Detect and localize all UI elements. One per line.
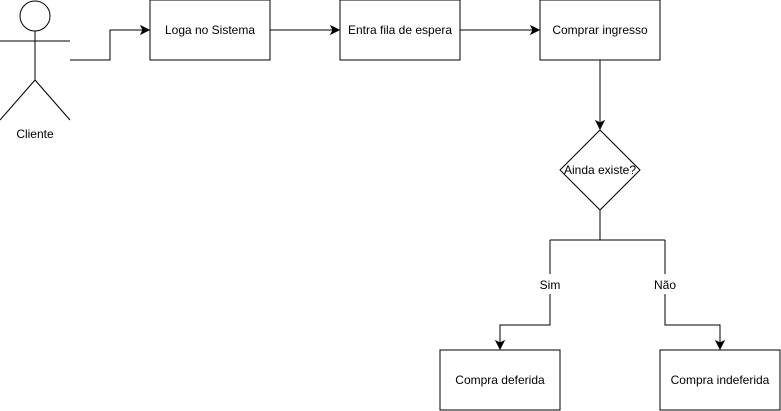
node-decision-label: Ainda existe? bbox=[564, 163, 636, 177]
edge-queue-to-buy bbox=[460, 24, 541, 36]
node-login-label: Loga no Sistema bbox=[165, 23, 255, 37]
edge-buy-to-decision bbox=[594, 60, 606, 131]
node-buy[interactable]: Comprar ingresso bbox=[539, 0, 661, 61]
node-queue[interactable]: Entra fila de espera bbox=[339, 0, 461, 61]
branch-no-label: Não bbox=[654, 278, 676, 292]
node-login[interactable]: Loga no Sistema bbox=[149, 0, 271, 61]
node-decision[interactable]: Ainda existe? bbox=[559, 129, 641, 211]
branch-yes-label: Sim bbox=[540, 278, 561, 292]
node-rejected-label: Compra indeferida bbox=[671, 373, 770, 387]
edge-decision-to-approved bbox=[494, 240, 551, 351]
edge-login-to-queue bbox=[270, 24, 341, 36]
edge-decision-branches bbox=[550, 210, 665, 241]
node-queue-label: Entra fila de espera bbox=[348, 23, 452, 37]
node-approved-label: Compra deferida bbox=[455, 373, 545, 387]
node-approved[interactable]: Compra deferida bbox=[439, 349, 561, 411]
actor-label: Cliente bbox=[16, 127, 54, 141]
actor-cliente[interactable]: Cliente bbox=[0, 0, 71, 141]
edge-decision-to-rejected bbox=[664, 240, 726, 351]
node-buy-label: Comprar ingresso bbox=[552, 23, 648, 37]
edge-actor-to-login bbox=[70, 24, 151, 61]
actor-right-leg bbox=[34, 79, 71, 121]
actor-left-leg bbox=[0, 79, 36, 121]
actor-head bbox=[19, 0, 51, 32]
node-rejected[interactable]: Compra indeferida bbox=[659, 349, 781, 411]
